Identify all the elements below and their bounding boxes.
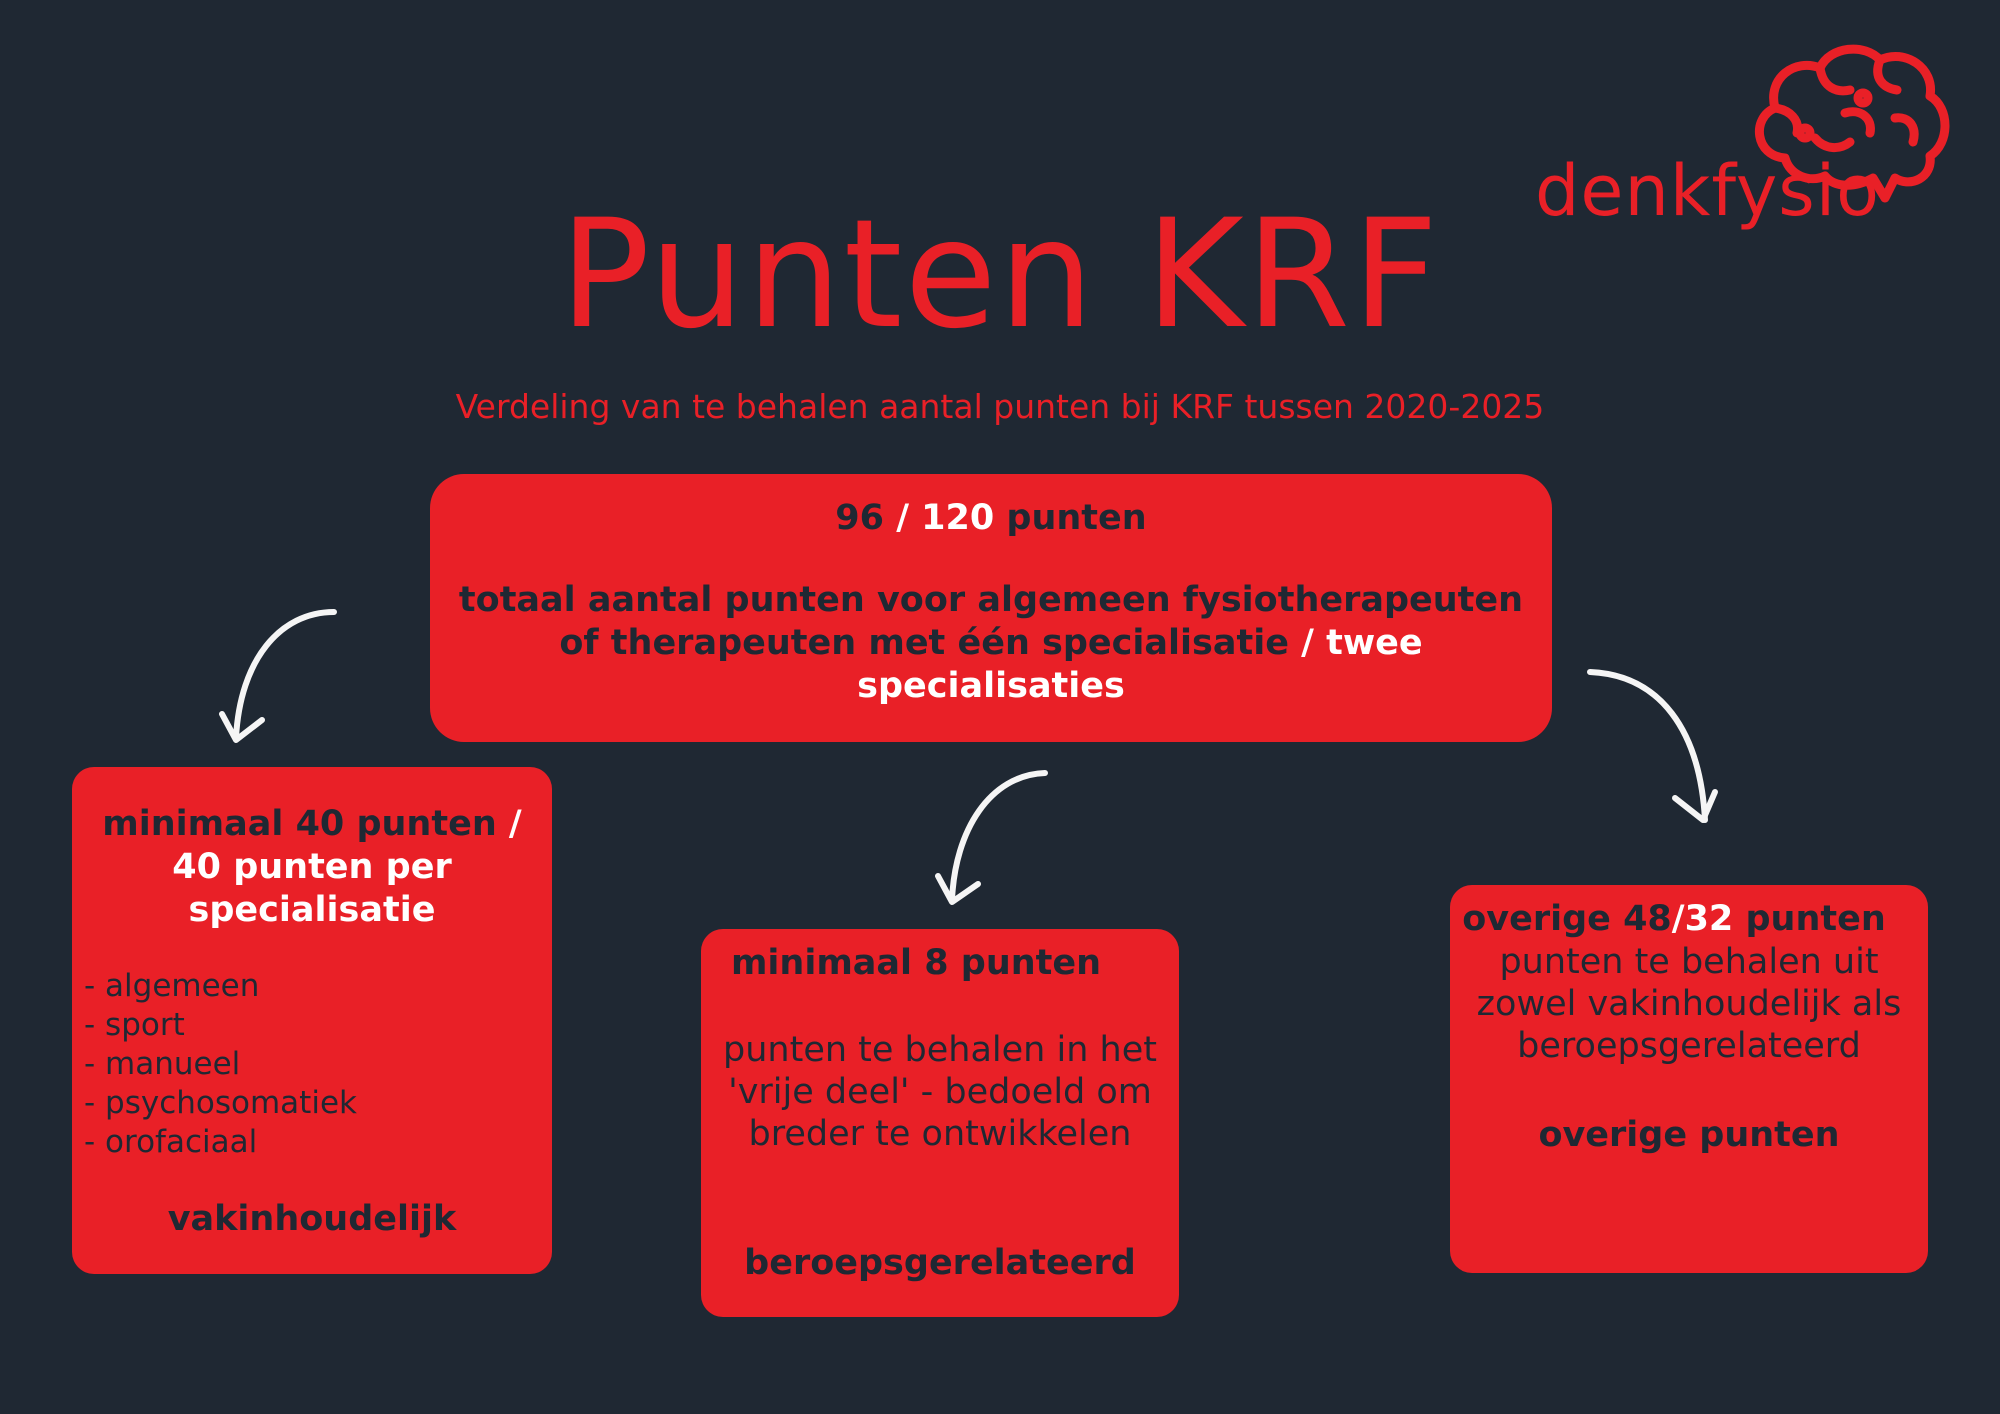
beroepsgerelateerd-box: minimaal 8 punten punten te behalen in h… (701, 929, 1179, 1317)
total-points-heading: 96 / 120 punten (835, 498, 1147, 538)
overige-punten-heading: overige 48/32 punten (1462, 899, 1886, 939)
list-item: - orofaciaal (84, 1124, 258, 1160)
arrow-to-right-box (1587, 669, 1708, 823)
overige-punten-box: overige 48/32 punten punten te behalen u… (1450, 885, 1928, 1273)
overige-punten-category: overige punten (1538, 1115, 1840, 1155)
total-points-description: totaal aantal punten voor algemeen fysio… (458, 580, 1524, 706)
beroepsgerelateerd-category: beroepsgerelateerd (744, 1243, 1136, 1283)
vakinhoudelijk-heading: minimaal 40 punten / 40 punten per speci… (102, 804, 522, 930)
specialisation-list: - algemeen - sport - manueel - psychosom… (84, 967, 357, 1162)
list-item: - sport (84, 1007, 185, 1043)
overige-punten-description: punten te behalen uit zowel vakinhoudeli… (1476, 942, 1902, 1066)
arrow-to-middle-box (949, 770, 1048, 903)
arrow-to-left-box (233, 609, 337, 741)
total-points-box: 96 / 120 punten totaal aantal punten voo… (430, 474, 1552, 742)
page-title: Punten KRF (559, 188, 1441, 362)
list-item: - psychosomatiek (84, 1085, 357, 1121)
vakinhoudelijk-category: vakinhoudelijk (167, 1199, 457, 1239)
page-subtitle: Verdeling van te behalen aantal punten b… (455, 387, 1545, 426)
beroepsgerelateerd-heading: minimaal 8 punten (730, 943, 1102, 983)
brain-logo-icon (1755, 44, 1950, 203)
list-item: - algemeen (84, 968, 260, 1004)
beroepsgerelateerd-description: punten te behalen in het 'vrije deel' - … (723, 1030, 1157, 1154)
brand-logo-text: denkfysio (1535, 150, 1880, 232)
vakinhoudelijk-box: minimaal 40 punten / 40 punten per speci… (72, 767, 552, 1274)
list-item: - manueel (84, 1046, 241, 1082)
